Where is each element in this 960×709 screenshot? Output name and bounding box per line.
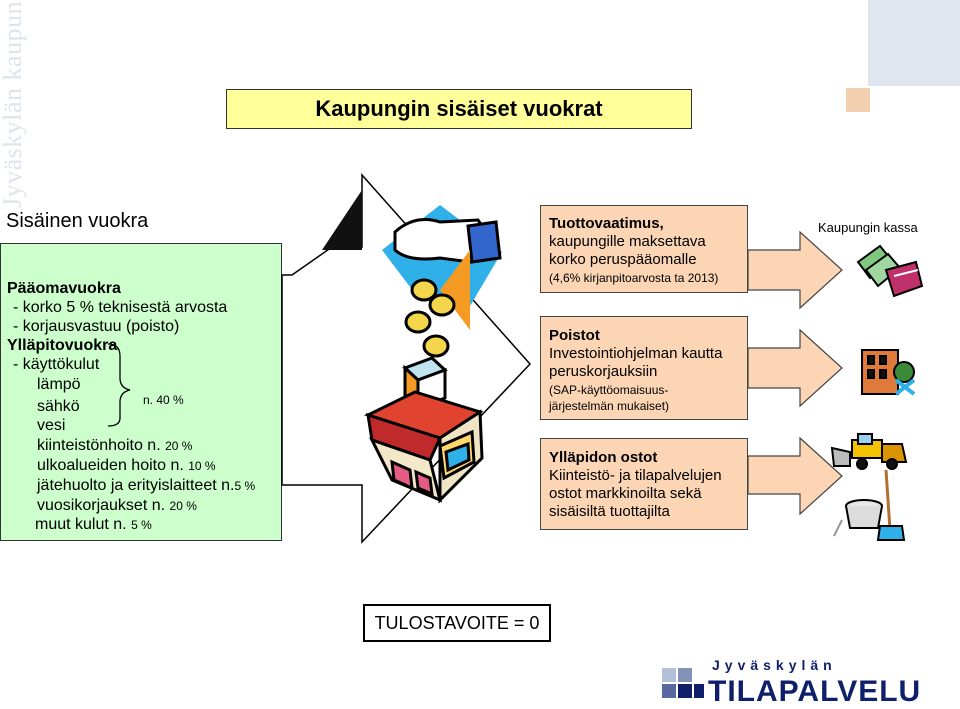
depreciation-line-3: peruskorjauksiin [549,363,658,380]
depreciation-box: Poistot Investointiohjelman kautta perus… [540,316,748,420]
maintenance-purchases-line-2: Kiinteistö- ja tilapalvelujen [549,467,722,484]
capital-rent-heading: Pääomavuokra [7,280,121,297]
page-title: Kaupungin sisäiset vuokrat [226,89,692,129]
maintenance-purchases-line-3: ostot markkinoilta sekä [549,485,702,502]
maintenance-purchases-heading: Ylläpidon ostot [549,449,658,466]
house-icon [363,390,484,504]
return-requirement-line-2: kaupungille maksettava [549,233,706,250]
corner-decoration [868,0,960,86]
arrow-to-services [747,436,843,516]
outdoor-maintenance-label: ulkoalueiden hoito n. [37,457,184,474]
outdoor-maintenance-pct: 10 % [188,459,216,473]
building-icon [861,349,916,396]
arrow-to-building [747,328,843,408]
capital-rent-line-2: - korjausvastuu (poisto) [13,318,180,335]
depreciation-heading: Poistot [549,327,600,344]
depreciation-note-1: (SAP-käyttöomaisuus- [549,383,669,397]
property-maintenance-pct: 20 % [165,439,193,453]
cleaning-icon [833,469,906,541]
plow-truck-icon [830,433,908,470]
operating-costs-label: - käyttökulut [13,356,100,373]
maintenance-purchases-line-4: sisäisiltä tuottajilta [549,503,670,520]
other-costs-pct: 5 % [131,518,152,532]
internal-rent-box: Pääomavuokra - korko 5 % teknisestä arvo… [0,243,282,541]
capital-rent-line-1: - korko 5 % teknisestä arvosta [13,299,228,316]
return-requirement-note: (4,6% kirjanpitoarvosta ta 2013) [549,271,719,285]
return-requirement-line-3: korko peruspääomalle [549,251,697,268]
return-requirement-heading: Tuottovaatimus, [549,215,664,232]
property-maintenance-label: kiinteistönhoito n. [37,437,161,454]
arrow-to-cash [747,230,843,310]
coins-icon [404,278,456,358]
maintenance-rent-heading: Ylläpitovuokra [7,337,118,354]
depreciation-line-2: Investointiohjelman kautta [549,345,723,362]
depreciation-note-2: järjestelmän mukaiset) [549,399,670,413]
waste-management-label: jätehuolto ja erityislaitteet n. [37,477,235,494]
logo-main-text: TILAPALVELU [708,675,922,708]
annual-repairs-pct: 20 % [169,499,197,513]
maintenance-purchases-box: Ylläpidon ostot Kiinteistö- ja tilapalve… [540,438,748,530]
result-target-box: TULOSTAVOITE = 0 [363,604,551,642]
logo-top-text: Jyväskylän [712,657,837,673]
annual-repairs-label: vuosikorjaukset n. [37,497,166,514]
other-costs-label: muut kulut n. [35,516,127,533]
brace-icon [107,343,131,427]
wallet-icon [856,244,924,298]
city-cash-label: Kaupungin kassa [818,220,918,235]
heat-label: lämpö [37,376,81,393]
waste-management-pct: 5 % [234,479,256,493]
logo-mark [662,668,704,698]
section-label: Sisäinen vuokra [6,210,149,232]
brace-note: n. 40 % [143,393,184,407]
electricity-label: sähkö [37,398,80,415]
corner-decoration-small [846,88,870,112]
water-label: vesi [37,417,66,434]
return-requirement-box: Tuottovaatimus, kaupungille maksettava k… [540,205,748,293]
